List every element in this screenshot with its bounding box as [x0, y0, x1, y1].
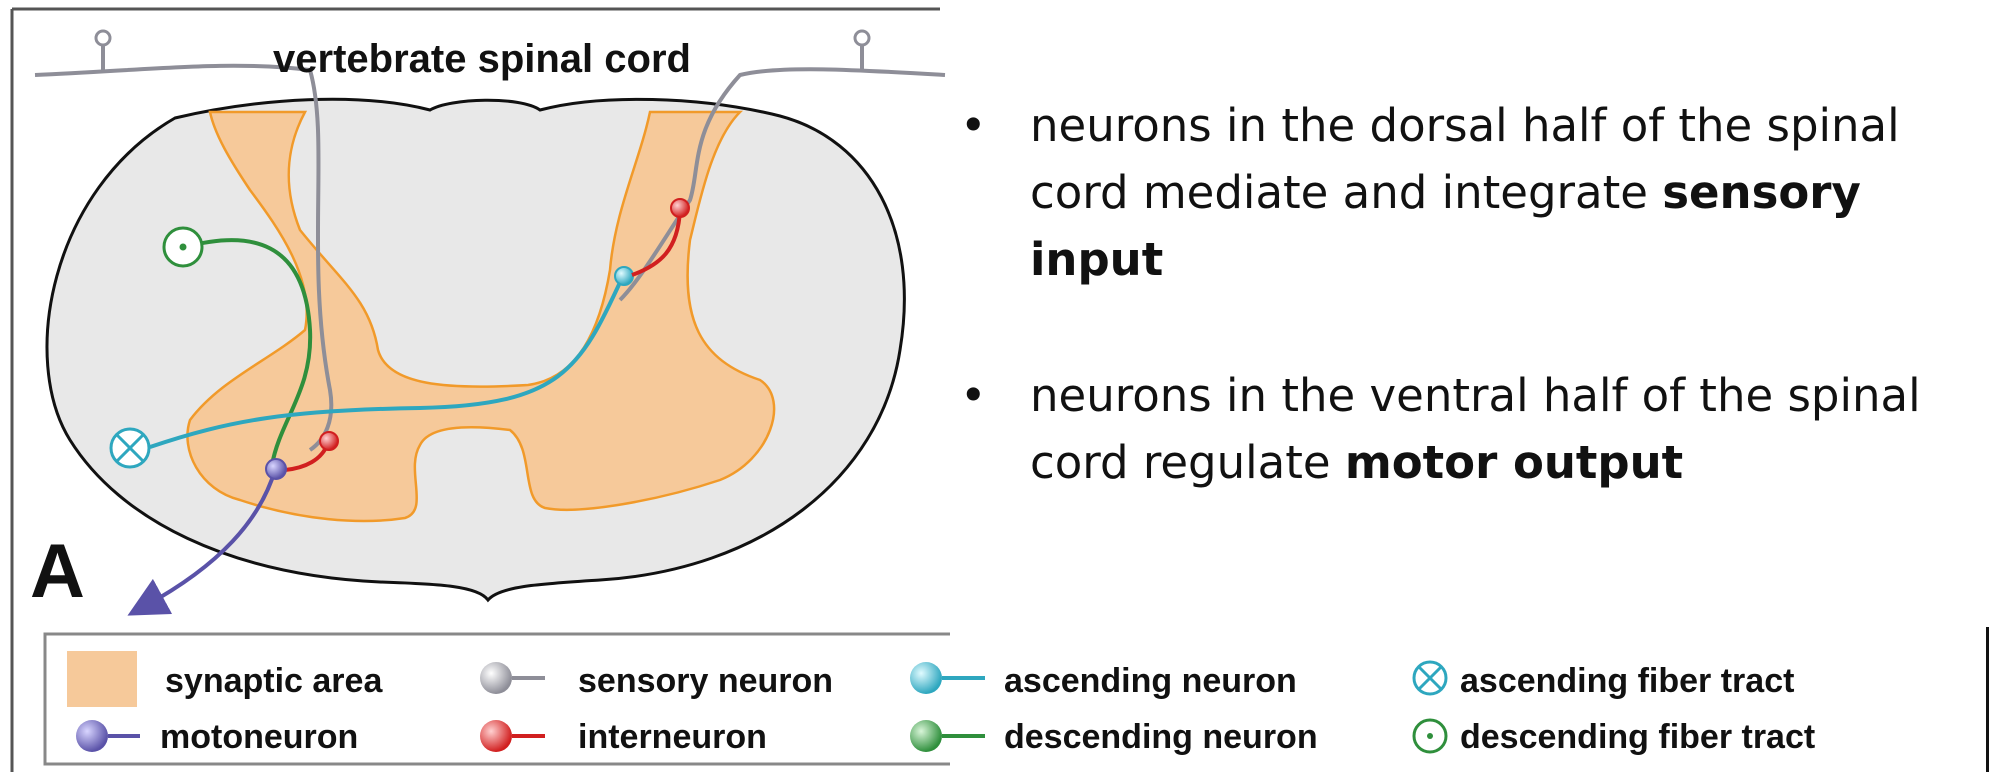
legend-item-motoneuron: motoneuron — [76, 718, 358, 756]
legend-item-ascending-fiber-tract: ascending fiber tract — [1414, 662, 1794, 700]
bullet-list: • neurons in the dorsal half of the spin… — [960, 92, 1980, 496]
bullet-line: cord regulate motor output — [1030, 429, 1980, 496]
legend-item-sensory-neuron: sensory neuron — [480, 662, 833, 700]
synaptic-area-swatch — [67, 651, 137, 707]
bold-term: motor output — [1345, 436, 1683, 489]
circled-dot-icon — [1414, 720, 1446, 752]
legend-item-ascending-neuron: ascending neuron — [910, 662, 1297, 700]
circled-x-icon — [1414, 662, 1446, 694]
bullet-line: neurons in the ventral half of the spina… — [1030, 362, 1980, 429]
svg-text:ascending neuron: ascending neuron — [1004, 662, 1297, 700]
legend-item-synaptic-area: synaptic area — [67, 651, 383, 707]
svg-text:sensory neuron: sensory neuron — [578, 662, 833, 700]
bullet-line: neurons in the dorsal half of the spinal — [1030, 92, 1980, 159]
svg-text:motoneuron: motoneuron — [160, 718, 358, 756]
svg-text:interneuron: interneuron — [578, 718, 767, 756]
svg-text:descending fiber tract: descending fiber tract — [1460, 718, 1815, 756]
blue-neuron-icon — [76, 720, 108, 752]
cyan-neuron-icon — [910, 662, 942, 694]
legend-item-descending-neuron: descending neuron — [910, 718, 1318, 756]
right-edge-rule — [1986, 627, 1989, 772]
bullet-item-ventral: • neurons in the ventral half of the spi… — [960, 362, 1980, 496]
legend-item-descending-fiber-tract: descending fiber tract — [1414, 718, 1815, 756]
svg-text:ascending fiber tract: ascending fiber tract — [1460, 662, 1794, 700]
gray-neuron-icon — [480, 662, 512, 694]
bullet-item-dorsal: • neurons in the dorsal half of the spin… — [960, 92, 1980, 293]
svg-text:descending neuron: descending neuron — [1004, 718, 1318, 756]
bullet-marker: • — [960, 362, 987, 429]
green-neuron-icon — [910, 720, 942, 752]
red-neuron-icon — [480, 720, 512, 752]
bullet-marker: • — [960, 92, 987, 159]
svg-text:synaptic area: synaptic area — [165, 662, 383, 700]
bullet-line: cord mediate and integrate sensory input — [1030, 159, 1980, 293]
legend-item-interneuron: interneuron — [480, 718, 767, 756]
